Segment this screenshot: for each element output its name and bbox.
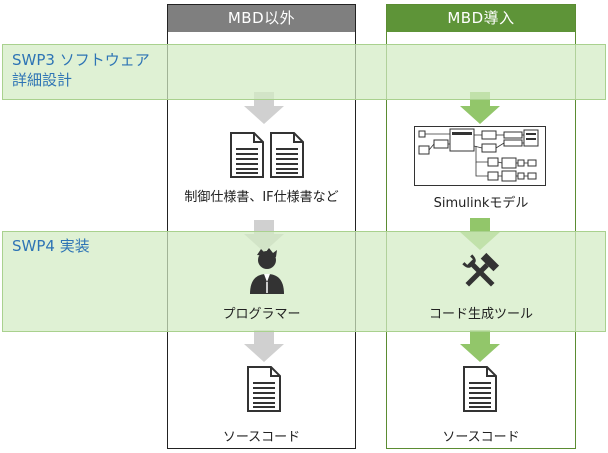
- right-output-label: ソースコード: [442, 430, 520, 445]
- left-output-label: ソースコード: [222, 430, 301, 445]
- document-icon: [270, 132, 304, 178]
- left-documents-label: 制御仕様書、IF仕様書など: [184, 190, 339, 205]
- phase-label-swp4: SWP4 実装: [12, 237, 90, 255]
- phase-band-swp3: [2, 44, 606, 100]
- document-icon: [463, 366, 497, 412]
- hammer-wrench-icon: [462, 252, 500, 287]
- left-arrow-1: [244, 92, 284, 124]
- right-tool-label: コード生成ツール: [428, 307, 533, 322]
- right-arrow-1: [460, 92, 500, 124]
- right-column-header: MBD導入: [387, 5, 575, 32]
- right-model-label: Simulinkモデル: [433, 196, 529, 211]
- person-icon: [250, 248, 284, 294]
- left-actor-label: プログラマー: [222, 307, 301, 322]
- simulink-diagram-icon: [414, 126, 546, 186]
- document-icon: [230, 132, 264, 178]
- phase-band-swp4: [2, 231, 606, 332]
- right-arrow-3: [460, 330, 500, 362]
- left-arrow-3: [244, 330, 284, 362]
- phase-label-swp3: SWP3 ソフトウェア 詳細設計: [12, 51, 150, 89]
- document-icon: [247, 366, 281, 412]
- left-column-header: MBD以外: [168, 5, 355, 32]
